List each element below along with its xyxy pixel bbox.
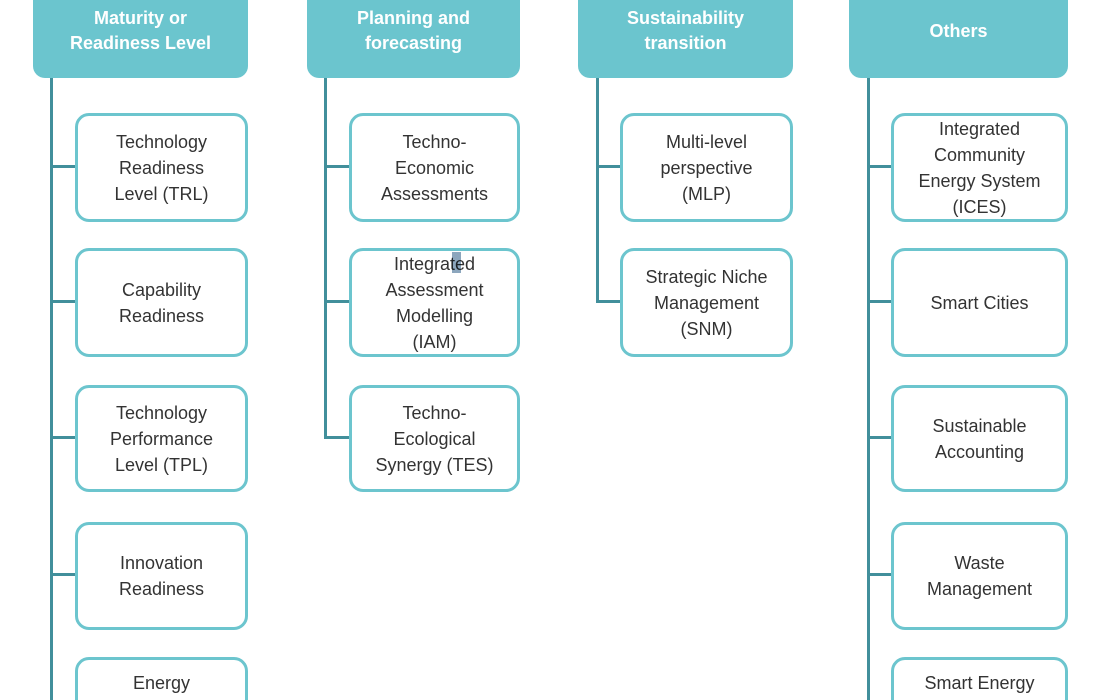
connector-branch xyxy=(596,300,620,303)
connector-trunk-col2 xyxy=(324,78,327,439)
connector-branch xyxy=(867,300,891,303)
column-header-planning-forecasting: Planning and forecasting xyxy=(307,0,520,78)
node-techno-economic-assessments: Techno- Economic Assessments xyxy=(349,113,520,222)
connector-branch xyxy=(50,573,75,576)
node-sustainable-accounting: Sustainable Accounting xyxy=(891,385,1068,492)
column-header-others: Others xyxy=(849,0,1068,78)
connector-branch xyxy=(50,165,75,168)
connector-branch xyxy=(50,436,75,439)
connector-branch xyxy=(596,165,620,168)
node-integrated-assessment-modelling: Integrated Assessment Modelling (IAM) xyxy=(349,248,520,357)
connector-branch xyxy=(867,436,891,439)
text-selection-cursor-artifact xyxy=(452,252,461,273)
node-capability-readiness: Capability Readiness xyxy=(75,248,248,357)
node-techno-ecological-synergy: Techno- Ecological Synergy (TES) xyxy=(349,385,520,492)
connector-branch xyxy=(324,436,349,439)
connector-trunk-col3 xyxy=(596,78,599,303)
node-technology-performance-level: Technology Performance Level (TPL) xyxy=(75,385,248,492)
column-header-sustainability-transition: Sustainability transition xyxy=(578,0,793,78)
connector-branch xyxy=(867,573,891,576)
connector-branch xyxy=(324,300,349,303)
column-header-maturity-readiness: Maturity or Readiness Level xyxy=(33,0,248,78)
node-strategic-niche-management: Strategic Niche Management (SNM) xyxy=(620,248,793,357)
node-smart-energy: Smart Energy xyxy=(891,657,1068,700)
node-multi-level-perspective: Multi-level perspective (MLP) xyxy=(620,113,793,222)
node-innovation-readiness: Innovation Readiness xyxy=(75,522,248,630)
node-smart-cities: Smart Cities xyxy=(891,248,1068,357)
node-integrated-community-energy-system: Integrated Community Energy System (ICES… xyxy=(891,113,1068,222)
node-waste-management: Waste Management xyxy=(891,522,1068,630)
connector-branch xyxy=(324,165,349,168)
node-technology-readiness-level: Technology Readiness Level (TRL) xyxy=(75,113,248,222)
connector-branch xyxy=(50,300,75,303)
node-energy: Energy xyxy=(75,657,248,700)
connector-branch xyxy=(867,165,891,168)
connector-trunk-col4 xyxy=(867,78,870,700)
connector-trunk-col1 xyxy=(50,78,53,700)
